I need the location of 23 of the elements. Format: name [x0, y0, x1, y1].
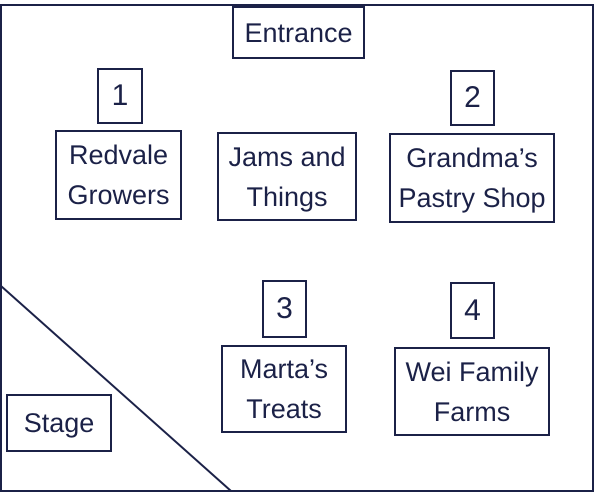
entrance-label: Entrance [244, 16, 353, 50]
stall-box [221, 345, 347, 433]
stall-name: Wei Family Farms [404, 356, 540, 428]
stall-number: 4 [464, 294, 481, 328]
stall-box [217, 132, 357, 221]
number-box [450, 282, 495, 339]
stall-number: 2 [464, 81, 481, 115]
entrance-box [232, 6, 365, 59]
stall-box [55, 130, 182, 220]
stall-number: 3 [276, 292, 293, 326]
stall-name: Marta’s Treats [238, 353, 330, 426]
stage-label: Stage [24, 407, 94, 440]
stall-number: 1 [112, 79, 128, 113]
number-box [97, 68, 143, 124]
number-box [450, 70, 495, 126]
stall-name: Grandma’s Pastry Shop [397, 142, 547, 215]
stall-name: Redvale Growers [66, 139, 170, 212]
map-outline [0, 4, 594, 492]
stall-box [389, 133, 555, 223]
stage-box [6, 394, 112, 452]
stall-box [394, 347, 550, 436]
stall-name: Jams and Things [227, 140, 347, 214]
number-box [262, 280, 307, 338]
